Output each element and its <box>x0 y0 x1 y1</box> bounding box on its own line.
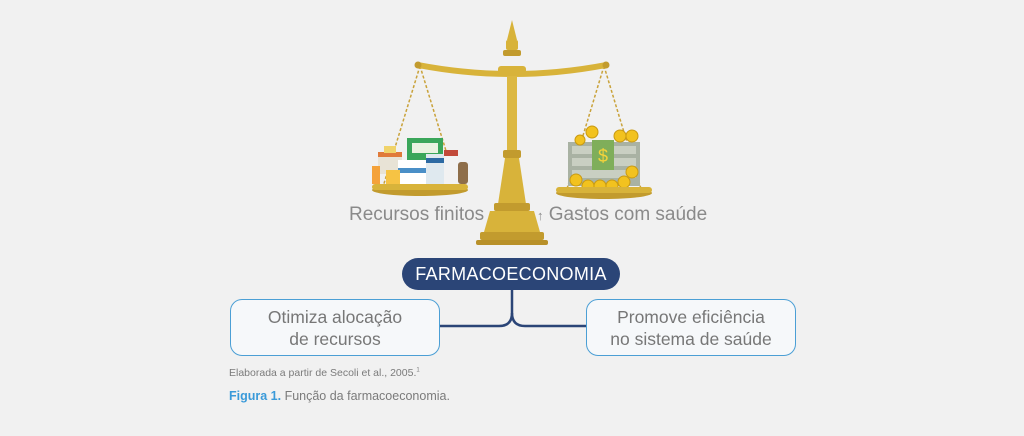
left-pan-label: Recursos finitos <box>349 204 485 225</box>
left-effect-line2: de recursos <box>289 328 381 349</box>
left-chains <box>381 65 459 191</box>
up-arrow-icon: ↑ <box>537 208 544 223</box>
left-effect-box: Otimiza alocação de recursos <box>230 299 440 356</box>
figure-number: Figura 1. <box>229 389 282 403</box>
money-stack-icon: $ <box>568 125 640 193</box>
connector-lines <box>440 290 586 328</box>
right-pan-label: Gastos com saúde <box>548 204 708 225</box>
source-text: Elaborada a partir de Secoli et al., 200… <box>229 367 417 379</box>
figure-caption: Figura 1. Função da farmacoeconomia. <box>229 389 450 403</box>
scale-beam <box>418 62 606 77</box>
central-title-pill: FARMACOECONOMIA <box>402 258 620 290</box>
right-pan-label-group: ↑ Gastos com saúde <box>537 204 707 226</box>
right-chains <box>565 65 643 193</box>
figure-caption-text: Função da farmacoeconomia. <box>281 389 450 403</box>
source-note: Elaborada a partir de Secoli et al., 200… <box>229 367 420 379</box>
right-effect-line1: Promove eficiência <box>617 306 765 327</box>
left-effect-line1: Otimiza alocação <box>267 306 403 327</box>
source-reference: 1 <box>416 367 420 374</box>
right-effect-line2: no sistema de saúde <box>610 328 772 349</box>
right-effect-box: Promove eficiência no sistema de saúde <box>586 299 796 356</box>
scale-pillar <box>476 76 548 245</box>
svg-text:$: $ <box>598 146 608 166</box>
medicine-boxes-icon <box>372 138 468 184</box>
scale-finial <box>498 20 526 76</box>
